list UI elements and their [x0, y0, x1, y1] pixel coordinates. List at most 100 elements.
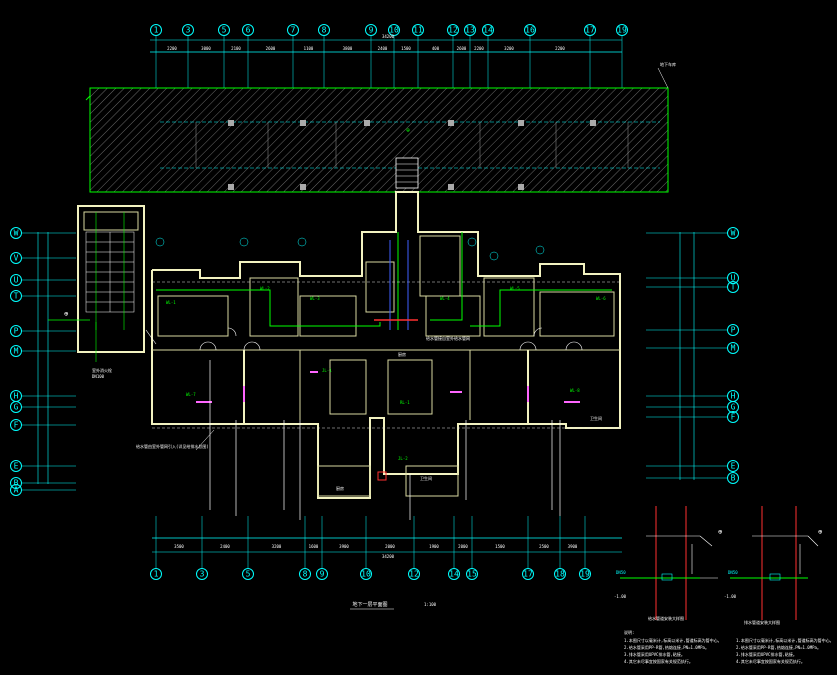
svg-text:⊕: ⊕ — [64, 310, 69, 318]
room-label-WL-7: WL-7 — [186, 392, 196, 397]
svg-text:-1.00: -1.00 — [614, 594, 627, 599]
room-label-WL-3: WL-3 — [310, 296, 320, 301]
svg-text:F: F — [731, 413, 736, 422]
svg-text:P: P — [14, 327, 19, 336]
note-r-4: 4.其它未尽事宜按国家有关规范执行。 — [736, 658, 805, 664]
drawing-title: 地下一层平面图 — [352, 601, 387, 608]
building-walls — [145, 191, 621, 499]
left-axis-bubble-V: V — [10, 252, 22, 264]
top-axis-bubble-8: 8 — [318, 24, 330, 36]
right-axis-bubble-T: T — [727, 281, 739, 293]
svg-text:U: U — [731, 274, 736, 283]
top-axis-bubble-14: 14 — [482, 24, 494, 36]
bottom-axis-bubble-17: 17 — [522, 568, 534, 580]
note-3: 3.排水管采用UPVC排水管,粘接。 — [624, 651, 685, 657]
bottom-dim-value: 3900 — [568, 544, 578, 549]
garage-area: ⊕ 地下车库 — [85, 61, 676, 193]
top-dim-value: 1500 — [401, 46, 411, 51]
left-axis-bubble-G: G — [10, 401, 22, 413]
svg-text:F: F — [14, 421, 19, 430]
left-axis-bubble-A: A — [10, 484, 22, 496]
top-dim-value: 2200 — [167, 46, 177, 51]
top-axis-bubble-10: 10 — [388, 24, 400, 36]
svg-text:6: 6 — [246, 26, 251, 35]
right-axis-bubble-G: G — [727, 401, 739, 413]
svg-text:DN50: DN50 — [616, 570, 626, 575]
kitchen-label-left: 厨房 — [336, 485, 344, 491]
notes-block: 说明: 1.本图尺寸以毫米计,标高以米计,管道标高为管中心。 2.给水管采用PP… — [624, 629, 834, 664]
top-axis-bubble-19: 19 — [616, 24, 628, 36]
room-label-WL-5: WL-5 — [510, 286, 520, 291]
svg-text:8: 8 — [322, 26, 327, 35]
svg-text:A: A — [14, 486, 19, 495]
bottom-dim-value: 3500 — [174, 544, 184, 549]
room-label-JL-1: JL-1 — [322, 368, 332, 373]
room-label-RL-1: RL-1 — [400, 400, 410, 405]
svg-text:5: 5 — [222, 26, 227, 35]
svg-text:13: 13 — [465, 26, 475, 35]
svg-text:DN50: DN50 — [728, 570, 738, 575]
top-dim-value: 400 — [432, 46, 440, 51]
room-label-WL-6: WL-6 — [596, 296, 606, 301]
room-label-WL-8: WL-8 — [570, 388, 580, 393]
bottom-dim-value: 2000 — [385, 544, 395, 549]
bottom-axis-bubble-18: 18 — [554, 568, 566, 580]
top-axis-bubble-1: 1 — [150, 24, 162, 36]
svg-text:⊕: ⊕ — [406, 127, 410, 134]
svg-text:12: 12 — [448, 26, 458, 35]
left-note: 室外消火栓 — [92, 367, 112, 373]
svg-text:17: 17 — [585, 26, 595, 35]
kitchen-labels: 厨房 卫生间 卫生间 厨房 — [336, 351, 602, 491]
svg-text:T: T — [14, 292, 19, 301]
detail1-title: 给水管道安装大样图 — [648, 615, 684, 621]
annotation-left: 给水管由室外管网引入(详见给排水总图) — [136, 443, 209, 449]
top-axis-bubble-13: 13 — [464, 24, 476, 36]
top-dim-value: 3000 — [201, 46, 211, 51]
left-axis-bubble-M: M — [10, 345, 22, 357]
left-axis-bubble-B: B — [10, 477, 22, 489]
left-axis-bubble-F: F — [10, 419, 22, 431]
kitchen-label-center: 厨房 — [398, 351, 406, 357]
top-dimension-chain — [150, 39, 622, 53]
top-axis-bubble-12: 12 — [447, 24, 459, 36]
svg-text:-1.00: -1.00 — [724, 594, 737, 599]
svg-text:T: T — [731, 283, 736, 292]
top-dim-value: 2600 — [266, 46, 276, 51]
svg-text:E: E — [14, 462, 19, 471]
detail-water-supply: ⊕ DN50 -1.00 给水管道安装大样图 — [614, 506, 723, 621]
garage-note: 地下车库 — [660, 61, 676, 67]
svg-text:10: 10 — [361, 570, 371, 579]
svg-text:W: W — [731, 229, 736, 238]
svg-text:18: 18 — [555, 570, 565, 579]
left-axis-bubble-P: P — [10, 325, 22, 337]
top-axis-bubble-9: 9 — [365, 24, 377, 36]
right-axis-bubble-W: W — [727, 227, 739, 239]
top-dim-value: 1100 — [304, 46, 314, 51]
note-2: 2.给水管采用PP-R管,热熔连接,PN=1.0MPa。 — [624, 644, 709, 650]
bottom-dimension-chain — [152, 537, 622, 553]
svg-text:B: B — [14, 479, 19, 488]
top-dim-value: 2100 — [231, 46, 241, 51]
bottom-axis-bubble-14: 14 — [448, 568, 460, 580]
bottom-dim-value: 1900 — [429, 544, 439, 549]
left-axis-bubble-W: W — [10, 227, 22, 239]
right-axis-bubble-M: M — [727, 342, 739, 354]
top-axis-bubble-17: 17 — [584, 24, 596, 36]
room-label-WL-2: WL-2 — [260, 286, 270, 291]
left-note-size: DN100 — [92, 374, 105, 379]
right-axis-bubble-F: F — [727, 411, 739, 423]
top-axis-bubble-3: 3 — [182, 24, 194, 36]
bath-label-center: 卫生间 — [420, 475, 432, 481]
svg-text:H: H — [14, 392, 19, 401]
stair-core: ⊕ 室外消火栓 DN100 — [48, 205, 145, 379]
right-axis-bubble-P: P — [727, 324, 739, 336]
note-r-2: 2.给水管采用PP-R管,热熔连接,PN=1.0MPa。 — [736, 644, 821, 650]
left-axis-bubble-T: T — [10, 290, 22, 302]
